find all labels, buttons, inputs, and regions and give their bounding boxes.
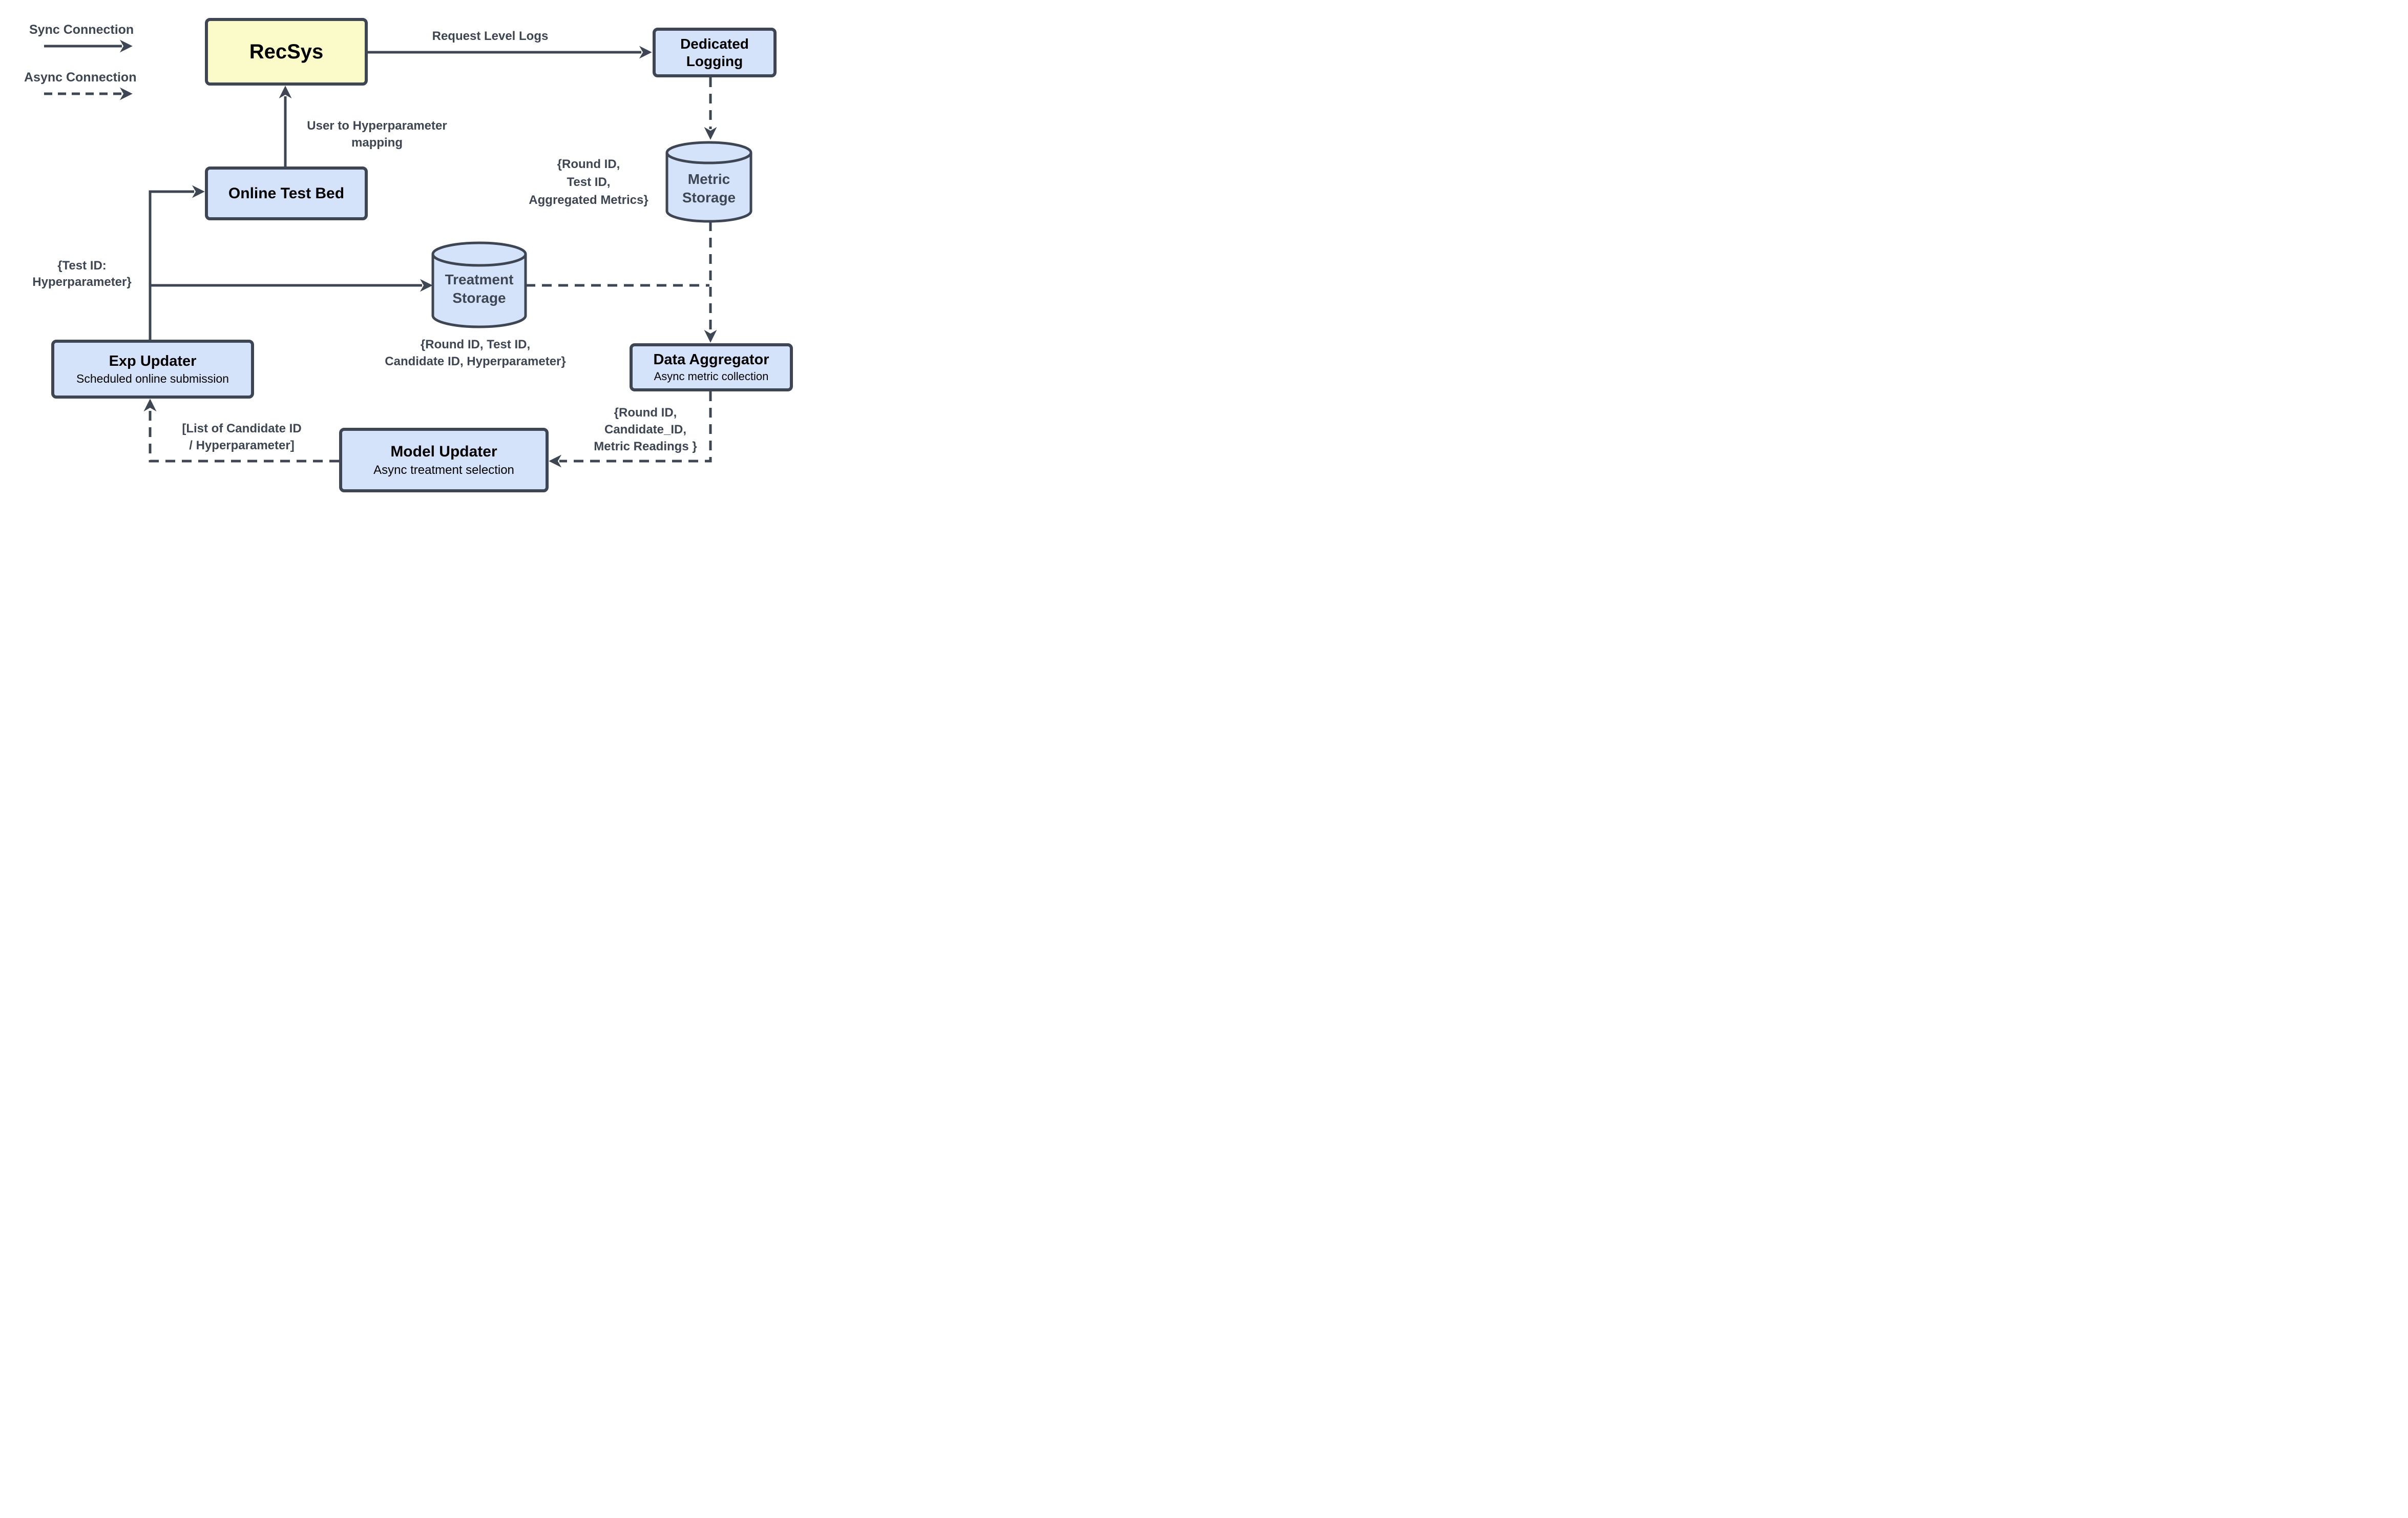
edge-label-round-id-test-id-candidate-id-hyperparameter: {Round ID, Test ID, Candidate ID, Hyperp… <box>385 338 566 368</box>
diagram-canvas: Sync Connection Async Connection RecSys … <box>0 0 803 506</box>
node-exp-updater-label: Exp Updater <box>109 352 197 369</box>
edge-label-round-id-test-id-aggregated-metrics: {Round ID, Test ID, Aggregated Metrics} <box>529 157 648 207</box>
node-recsys-label: RecSys <box>249 40 324 63</box>
node-online-test-bed-label: Online Test Bed <box>228 184 345 202</box>
node-exp-updater-sublabel: Scheduled online submission <box>76 371 229 385</box>
node-dedicated-logging-label: Dedicated Logging <box>680 35 749 69</box>
node-exp-updater: Exp Updater Scheduled online submission <box>51 340 254 399</box>
edge-label-test-id-hyperparameter: {Test ID: Hyperparameter} <box>32 259 132 289</box>
node-online-test-bed: Online Test Bed <box>205 167 368 220</box>
node-data-aggregator: Data Aggregator Async metric collection <box>630 343 793 391</box>
edge-exp-updater-to-online-test-bed <box>149 185 205 340</box>
edges-layer <box>44 39 752 468</box>
node-recsys: RecSys <box>205 18 368 86</box>
edge-label-list-of-candidate-id-hyperparameter: [List of Candidate ID / Hyperparameter] <box>182 422 302 452</box>
edge-label-request-level-logs: Request Level Logs <box>432 29 549 43</box>
node-dedicated-logging: Dedicated Logging <box>653 28 777 77</box>
node-model-updater-sublabel: Async treatment selection <box>373 463 514 477</box>
edge-model-updater-to-exp-updater <box>143 399 339 463</box>
node-data-aggregator-label: Data Aggregator <box>653 351 769 368</box>
treatment-storage-cylinder <box>431 241 527 328</box>
metric-storage-cylinder <box>665 141 752 223</box>
node-treatment-storage-label: Treatment Storage <box>445 272 514 306</box>
edge-label-round-id-candidate-id-metric-readings: {Round ID, Candidate_ID, Metric Readings… <box>594 406 697 453</box>
edge-label-user-to-hyperparameter-mapping: User to Hyperparameter mapping <box>307 119 447 150</box>
legend-async-label: Async Connection <box>24 70 137 85</box>
node-model-updater-label: Model Updater <box>390 443 497 460</box>
node-model-updater: Model Updater Async treatment selection <box>339 428 549 492</box>
node-metric-storage-label: Metric Storage <box>682 171 736 205</box>
node-data-aggregator-sublabel: Async metric collection <box>654 370 769 383</box>
edge-data-aggregator-to-model-updater <box>549 391 712 468</box>
legend-sync-label: Sync Connection <box>29 23 134 37</box>
